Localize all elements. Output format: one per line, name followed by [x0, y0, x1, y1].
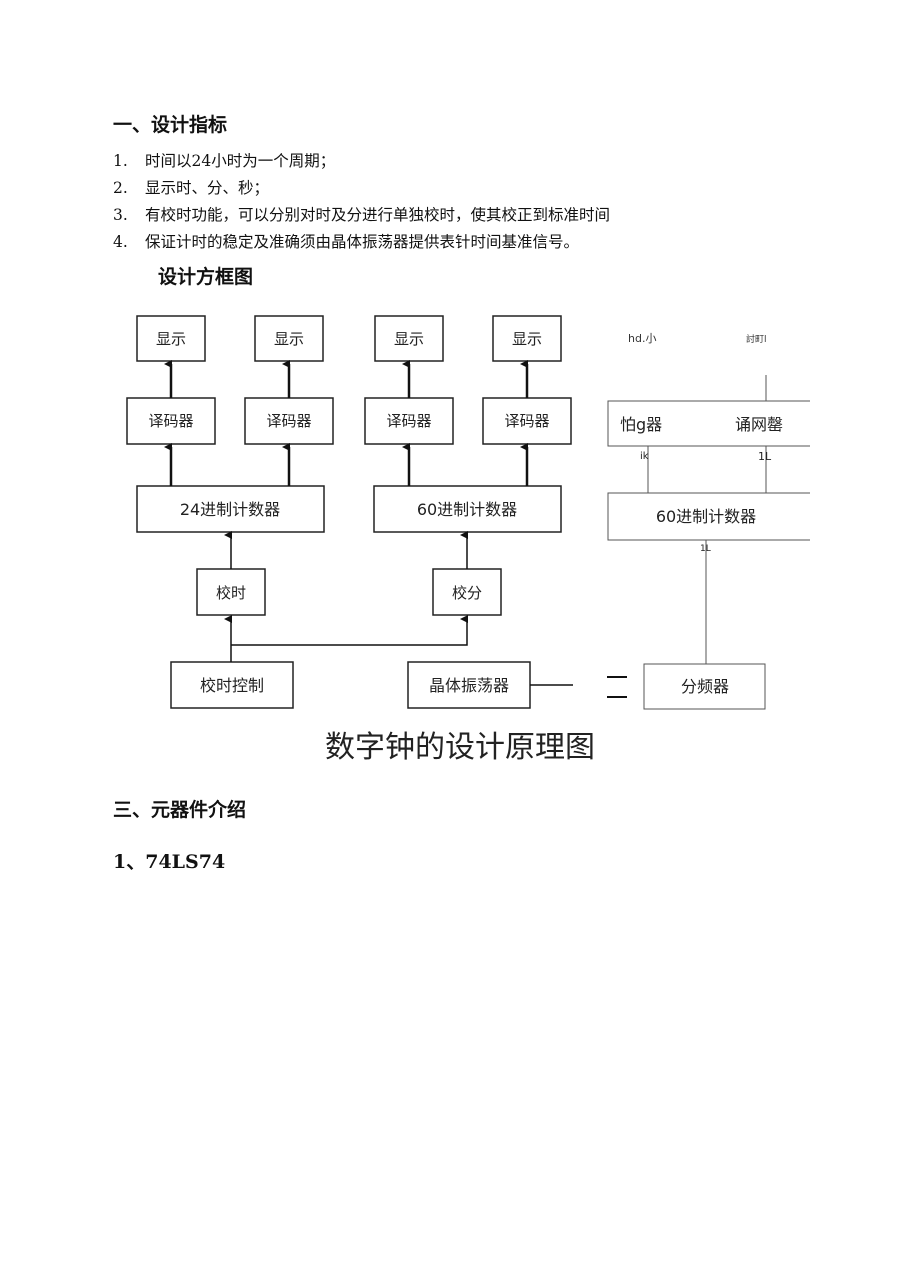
block-diagram: 显示 显示 显示 显示 译码器 译码器 译码器 译码器 24进制计数器 60进制… [126, 315, 810, 710]
right-small-label-2: 1L [758, 450, 772, 463]
divider-label: 分频器 [681, 677, 729, 696]
subsection-heading-74ls74: 1、74LS74 [113, 851, 226, 873]
section-heading-design-specs: 一、设计指标 [113, 114, 228, 136]
list-item: 2.显示时、分、秒； [113, 179, 270, 197]
right-small-label-1: ik [640, 451, 649, 462]
spec-list: 1.时间以24小时为一个周期； 2.显示时、分、秒； 3.有校时功能，可以分别对… [113, 148, 610, 256]
divider-box [643, 663, 766, 710]
oscillator-box [407, 661, 531, 709]
right-top-label-2: 討町l [746, 333, 767, 345]
counter-24-box [136, 485, 325, 533]
section-heading-components: 三、元器件介绍 [113, 799, 247, 821]
decoder-label-3: 译码器 [386, 412, 431, 430]
right-counter-label: 60进制计数器 [656, 507, 756, 526]
display-label-1: 显示 [156, 330, 186, 348]
diagram-caption: 数字钟的设计原理图 [325, 730, 595, 765]
display-box-1 [136, 315, 206, 362]
right-decoder-label-1: 怕g器 [620, 415, 662, 434]
counter-60-label: 60进制计数器 [417, 500, 517, 519]
display-label-2: 显示 [274, 330, 304, 348]
list-item: 1.时间以24小时为一个周期； [113, 152, 336, 170]
right-small-label-3: 1L [700, 544, 711, 554]
oscillator-label: 晶体振荡器 [429, 676, 509, 695]
right-top-label-1: hd.小 [628, 332, 656, 345]
right-decoder-label-2: 诵网罄 [735, 415, 783, 434]
counter-24-label: 24进制计数器 [180, 500, 280, 519]
decoder-box-2 [244, 397, 334, 445]
display-label-4: 显示 [512, 330, 542, 348]
decoder-box-4 [482, 397, 572, 445]
decoder-label-1: 译码器 [148, 412, 193, 430]
right-decoder-box [607, 400, 810, 447]
list-item: 3.有校时功能，可以分别对时及分进行单独校时，使其校正到标准时间 [113, 206, 611, 224]
adjust-control-label: 校时控制 [200, 676, 264, 695]
display-box-4 [492, 315, 562, 362]
adjust-minute-label: 校分 [452, 584, 482, 602]
adjust-hour-label: 校时 [216, 584, 246, 602]
display-label-3: 显示 [394, 330, 424, 348]
decoder-label-4: 译码器 [504, 412, 549, 430]
right-counter-box [607, 492, 810, 541]
connector-line [231, 615, 468, 646]
display-box-2 [254, 315, 324, 362]
adjust-hour-box [196, 568, 266, 616]
section-heading-block-diagram: 设计方框图 [158, 266, 254, 288]
decoder-label-2: 译码器 [266, 412, 311, 430]
list-item: 4.保证计时的稳定及准确须由晶体振荡器提供表针时间基准信号。 [113, 233, 580, 251]
counter-60-box [373, 485, 562, 533]
adjust-control-box [170, 661, 294, 709]
